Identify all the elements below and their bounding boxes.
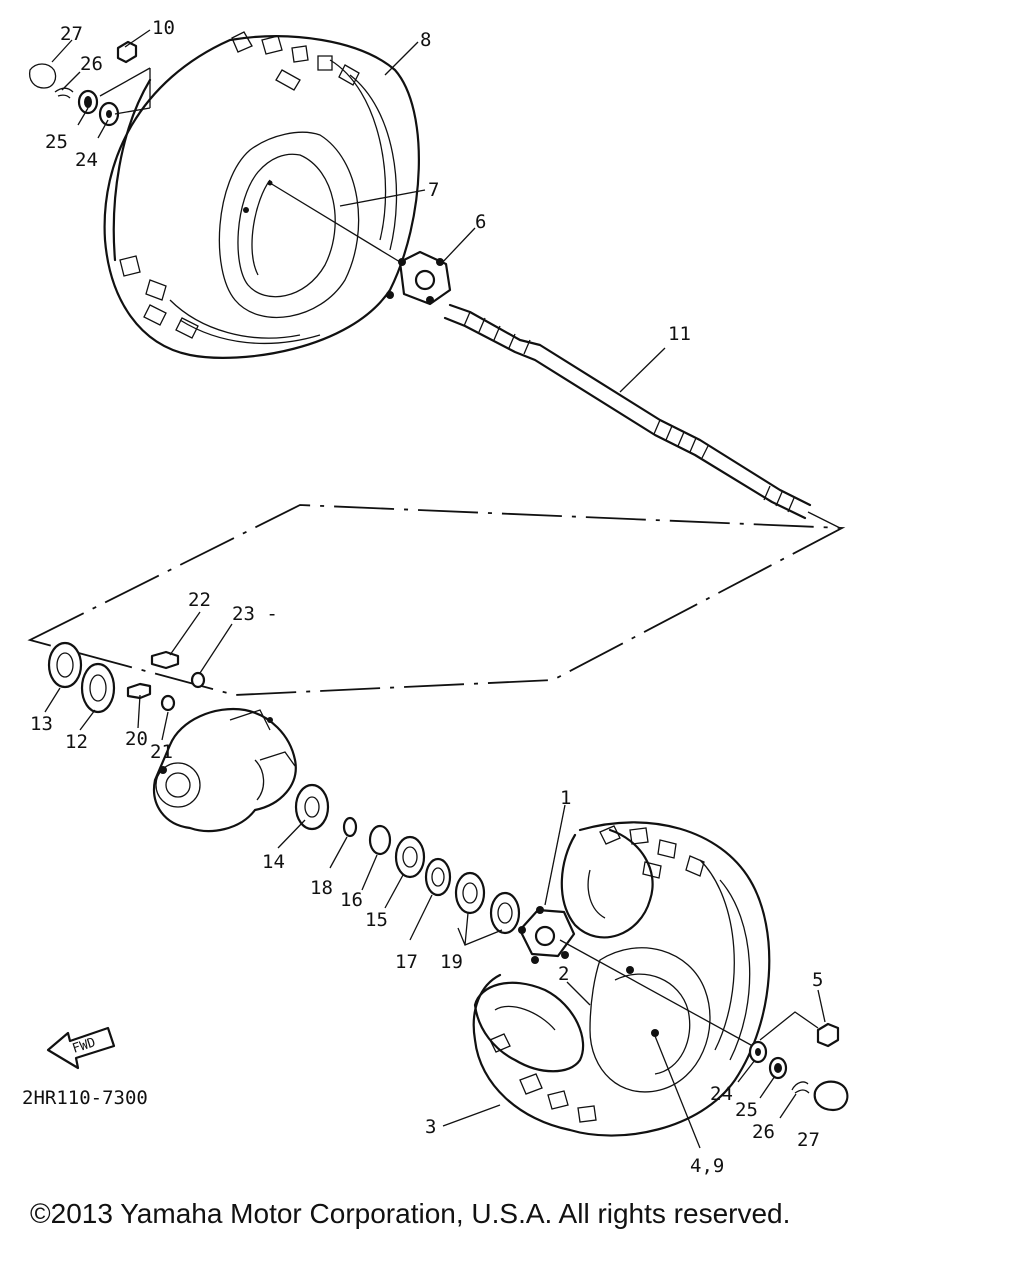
callout-1: 1 xyxy=(560,787,571,809)
callout-27-upper: 27 xyxy=(60,23,83,45)
callout-27-lower: 27 xyxy=(797,1129,820,1151)
callout-12: 12 xyxy=(65,731,88,753)
callout-18: 18 xyxy=(310,877,333,899)
callout-2: 2 xyxy=(558,963,569,985)
callout-3: 3 xyxy=(425,1116,436,1138)
upper-tire xyxy=(103,31,420,359)
exploded-parts-diagram: FWD 10 27 26 25 xyxy=(22,17,849,1177)
callout-19: 19 xyxy=(440,951,463,973)
callout-14: 14 xyxy=(262,851,285,873)
callout-13: 13 xyxy=(30,713,53,735)
forward-arrow: FWD xyxy=(46,1026,116,1070)
callout-5: 5 xyxy=(812,969,823,991)
assembly-outline xyxy=(27,504,846,696)
callout-6: 6 xyxy=(475,211,486,233)
callout-24-lower: 24 xyxy=(710,1083,733,1105)
callout-22: 22 xyxy=(188,589,211,611)
callout-17: 17 xyxy=(395,951,418,973)
callout-26-lower: 26 xyxy=(752,1121,775,1143)
callout-8: 8 xyxy=(420,29,431,51)
upper-hub xyxy=(269,182,452,306)
diagram-code: 2HR110-7300 xyxy=(22,1087,148,1109)
callout-25-upper: 25 xyxy=(45,131,68,153)
copyright-notice: ©2013 Yamaha Motor Corporation, U.S.A. A… xyxy=(30,1198,791,1229)
callout-16: 16 xyxy=(340,889,363,911)
axle-shaft xyxy=(443,303,841,529)
callout-4-9: 4,9 xyxy=(690,1155,724,1177)
fwd-label: FWD xyxy=(71,1035,98,1057)
callout-25-lower: 25 xyxy=(735,1099,758,1121)
callout-26-upper: 26 xyxy=(80,53,103,75)
callout-10: 10 xyxy=(152,17,175,39)
lower-fastener-group xyxy=(748,1011,849,1112)
callout-11: 11 xyxy=(668,323,691,345)
lower-hub xyxy=(518,906,761,1051)
upper-fastener-group xyxy=(28,40,151,127)
diff-parts-row xyxy=(47,641,521,935)
callout-24-upper: 24 xyxy=(75,149,98,171)
callout-15: 15 xyxy=(365,909,388,931)
callout-21: 21 xyxy=(150,741,173,763)
leader-lines xyxy=(44,29,826,1149)
callout-7: 7 xyxy=(428,179,439,201)
lower-tire xyxy=(472,821,771,1137)
differential-housing xyxy=(152,707,297,832)
callout-20: 20 xyxy=(125,728,148,750)
callout-labels: 10 27 26 25 24 8 7 6 11 22 23 - 13 12 20… xyxy=(22,17,823,1177)
callout-23: 23 - xyxy=(232,603,278,625)
